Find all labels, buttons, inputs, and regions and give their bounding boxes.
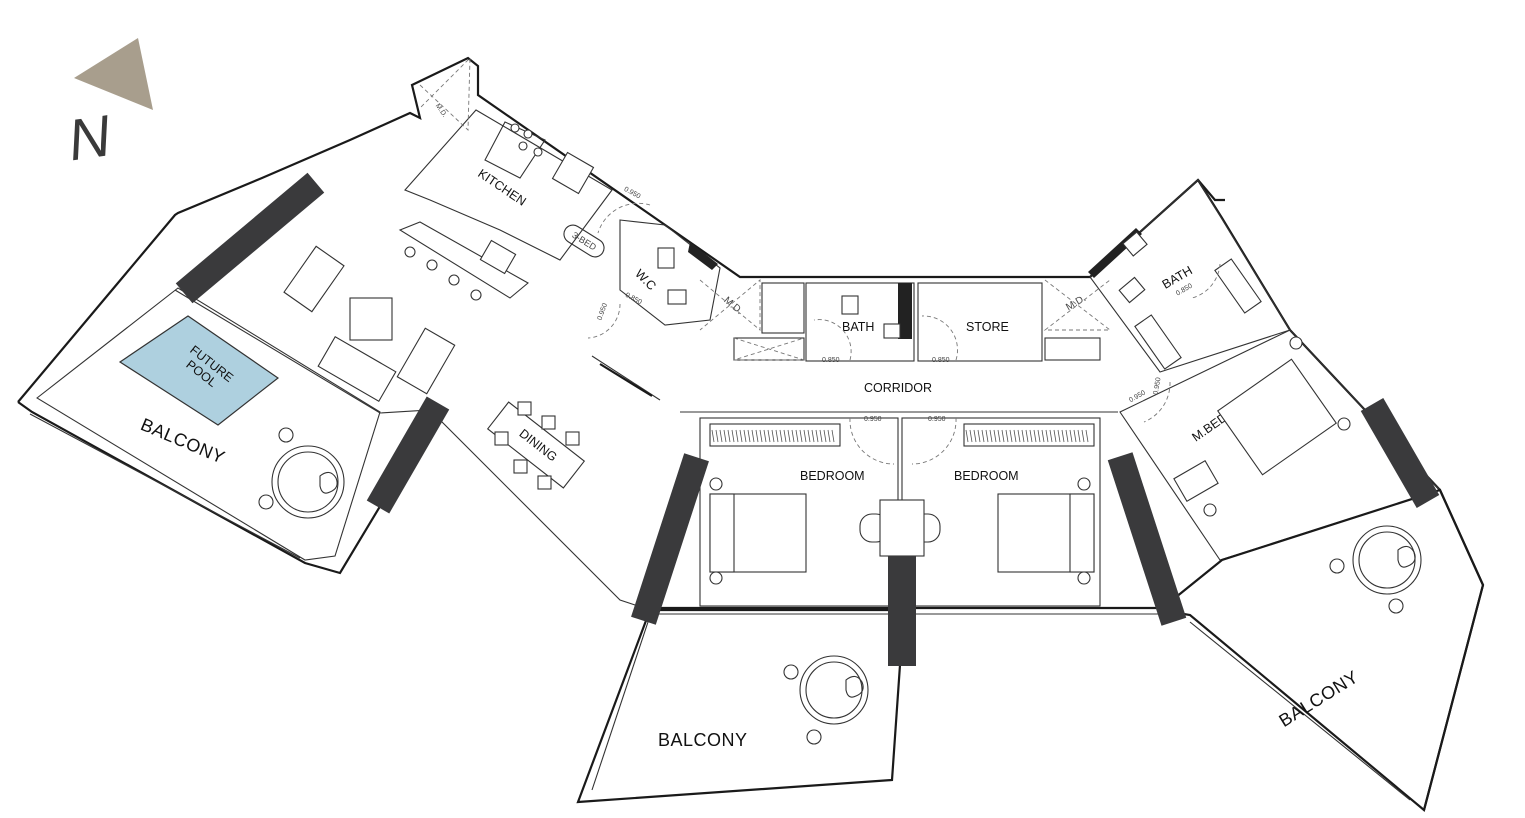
door-dim-7: 0.950 [928, 416, 946, 423]
bedroom-2-label: BEDROOM [954, 469, 1019, 483]
balcony-right: BALCONY [1157, 488, 1485, 812]
structural-columns [175, 172, 1440, 666]
corridor: CORRIDOR [680, 381, 1118, 413]
wc-label: W.C [632, 267, 659, 294]
store-label: STORE [966, 320, 1009, 334]
north-arrow-icon [74, 38, 153, 110]
kitchen-label: KITCHEN [475, 166, 528, 208]
bath-center-label: BATH [842, 320, 874, 334]
door-dim-5: 0.850 [932, 357, 950, 364]
balcony-center-label: BALCONY [658, 730, 748, 750]
north-compass: N [64, 38, 153, 173]
wc-md-label: M.D. [721, 295, 744, 317]
bedroom-right: BEDROOM [879, 417, 1101, 607]
living-area: KITCHEN M.D. 3-BED DINING [283, 56, 661, 490]
door-dim-9: 0.950 [1128, 389, 1147, 404]
bedroom-left: BEDROOM [699, 417, 899, 607]
north-label: N [64, 103, 115, 173]
corridor-label: CORRIDOR [864, 381, 932, 395]
balcony-center: BALCONY [576, 608, 902, 804]
bedroom-1-label: BEDROOM [800, 469, 865, 483]
future-pool [118, 315, 280, 426]
door-dim-3: 0.850 [624, 292, 643, 306]
door-dim-4: 0.850 [822, 357, 840, 364]
door-dim-8: 0.950 [1153, 377, 1163, 396]
door-dim-2: 0.950 [596, 302, 609, 321]
door-dim-6: 0.950 [864, 416, 882, 423]
balcony-left: FUTURE POOL BALCONY [36, 287, 381, 561]
